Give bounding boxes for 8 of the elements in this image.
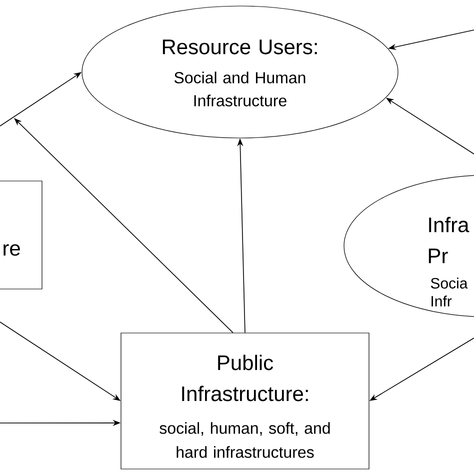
node-text: Socia Infr [430, 278, 468, 306]
arrow [14, 118, 234, 334]
node-heading: Public Infrastructure: [182, 354, 308, 402]
node-heading: Infra Pr [428, 216, 470, 264]
node-text: social, human, soft, and hard infrastructures [160, 422, 330, 458]
node-text: Social and Human Infrastructure [174, 72, 306, 106]
node-heading: Resource Users: [162, 40, 317, 54]
node-heading: re [4, 244, 20, 256]
